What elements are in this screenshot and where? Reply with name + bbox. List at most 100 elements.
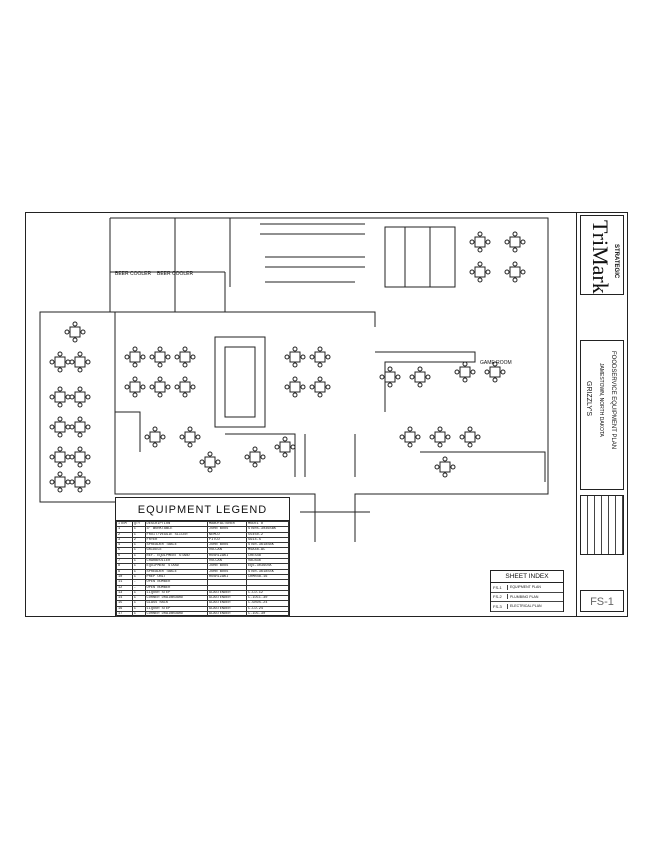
dining-table bbox=[459, 426, 481, 448]
chair bbox=[174, 384, 180, 390]
chair bbox=[85, 359, 91, 365]
chair bbox=[157, 376, 163, 382]
chair bbox=[252, 446, 258, 452]
chair bbox=[182, 346, 188, 352]
chair bbox=[292, 376, 298, 382]
sheet-index-cell: EQUIPMENT PLAN bbox=[510, 585, 541, 590]
chair bbox=[57, 351, 63, 357]
chair bbox=[290, 444, 296, 450]
chair bbox=[57, 471, 63, 477]
chair bbox=[512, 277, 518, 283]
chair bbox=[64, 329, 70, 335]
legend-cell: GLASTENDER bbox=[206, 595, 247, 602]
dining-table bbox=[174, 346, 196, 368]
walls bbox=[39, 217, 549, 542]
chair bbox=[207, 467, 213, 473]
chair bbox=[437, 442, 443, 448]
dining-table bbox=[49, 386, 71, 408]
chair bbox=[512, 231, 518, 237]
chair bbox=[450, 464, 456, 470]
chair bbox=[77, 367, 83, 373]
legend-cell: C-IDC-30 bbox=[245, 611, 290, 618]
dining-table bbox=[284, 376, 306, 398]
dining-table bbox=[469, 231, 491, 253]
dining-table bbox=[244, 446, 266, 468]
chair bbox=[500, 369, 506, 375]
chair bbox=[77, 462, 83, 468]
chair bbox=[182, 376, 188, 382]
chair bbox=[317, 376, 323, 382]
chair bbox=[187, 426, 193, 432]
legend-cell: HOSHIZAKI bbox=[206, 573, 247, 581]
chair bbox=[85, 424, 91, 430]
chair bbox=[187, 442, 193, 448]
dining-table bbox=[69, 471, 91, 493]
dining-table bbox=[49, 416, 71, 438]
chair bbox=[292, 362, 298, 368]
dining-table bbox=[469, 261, 491, 283]
chair bbox=[425, 374, 431, 380]
legend-cell: SPREADER TABLE bbox=[144, 568, 208, 575]
chair bbox=[132, 346, 138, 352]
dining-table bbox=[49, 446, 71, 468]
dining-table bbox=[49, 351, 71, 373]
chair bbox=[492, 377, 498, 383]
chair bbox=[57, 416, 63, 422]
sheet-index-cell: ELECTRICAL PLAN bbox=[510, 604, 542, 609]
chair bbox=[72, 337, 78, 343]
legend-cell: ST6R-3618SBK bbox=[245, 542, 290, 549]
game-room-label: GAME ROOM bbox=[480, 360, 512, 366]
chair bbox=[284, 354, 290, 360]
chair bbox=[300, 384, 306, 390]
legend-cell: FRUIT/VEGGIE SLICER bbox=[144, 531, 208, 538]
chair bbox=[140, 384, 146, 390]
dining-table bbox=[49, 471, 71, 493]
entry-vestibule bbox=[300, 511, 370, 542]
chair bbox=[215, 459, 221, 465]
sheet-index-title: SHEET INDEX bbox=[491, 571, 563, 583]
chair bbox=[65, 359, 71, 365]
chair bbox=[182, 392, 188, 398]
legend-cell: JOHN BOOS bbox=[206, 563, 247, 570]
legend-title: EQUIPMENT LEGEND bbox=[116, 498, 289, 521]
chair bbox=[49, 359, 55, 365]
dining-table bbox=[149, 346, 171, 368]
chair bbox=[454, 369, 460, 375]
chair bbox=[462, 361, 468, 367]
chair bbox=[469, 269, 475, 275]
legend-cell: SPREADER TABLE bbox=[144, 542, 208, 549]
dining-table bbox=[174, 376, 196, 398]
chair bbox=[504, 239, 510, 245]
chair bbox=[485, 239, 491, 245]
legend-cell: GLASTENDER bbox=[206, 600, 247, 607]
chair bbox=[379, 374, 385, 380]
chair bbox=[165, 384, 171, 390]
chair bbox=[77, 471, 83, 477]
chair bbox=[57, 402, 63, 408]
revisions-box bbox=[580, 495, 624, 555]
brand-name: TriMark bbox=[588, 220, 613, 294]
chair bbox=[124, 384, 130, 390]
chair bbox=[409, 374, 415, 380]
dining-table bbox=[379, 366, 401, 388]
chair bbox=[57, 367, 63, 373]
chair bbox=[49, 424, 55, 430]
chair bbox=[149, 354, 155, 360]
chair bbox=[469, 239, 475, 245]
sheet-index-cell: PLUMBING PLAN bbox=[510, 594, 539, 599]
chair bbox=[77, 351, 83, 357]
chair bbox=[199, 459, 205, 465]
chair bbox=[415, 434, 421, 440]
legend-cell: CORNER DRAINBOARD bbox=[144, 611, 208, 618]
chair bbox=[77, 487, 83, 493]
chair bbox=[85, 454, 91, 460]
chair bbox=[387, 382, 393, 388]
chair bbox=[309, 354, 315, 360]
chair bbox=[69, 359, 75, 365]
dining-table bbox=[434, 456, 456, 478]
